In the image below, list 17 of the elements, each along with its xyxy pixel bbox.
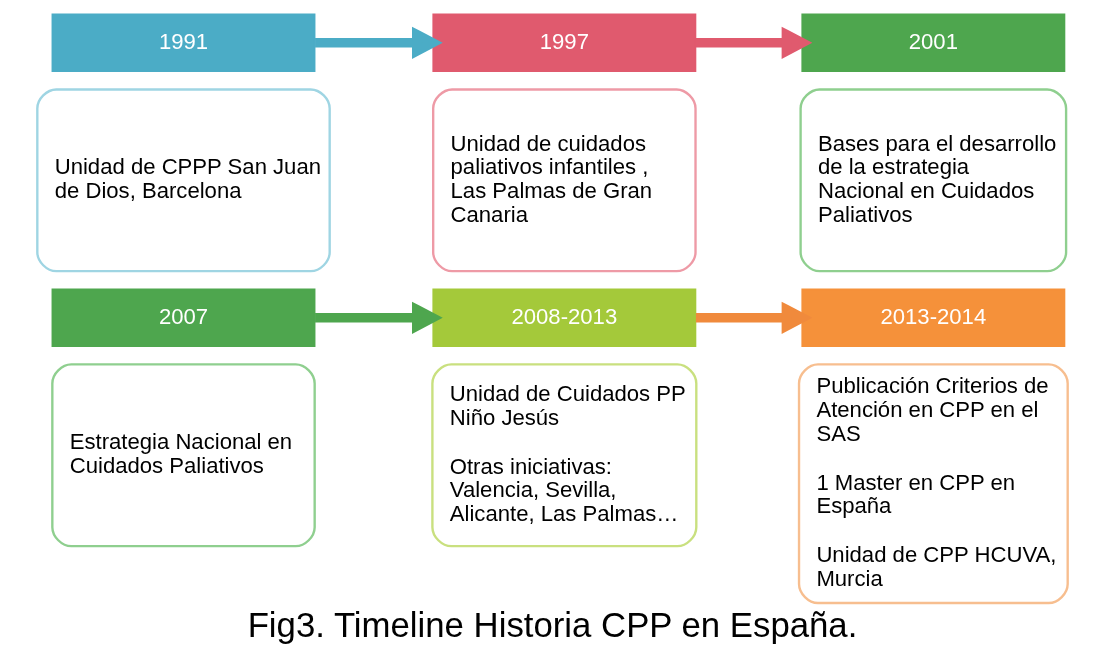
arrow bbox=[695, 301, 813, 334]
node-box: 2013-2014 bbox=[801, 288, 1066, 348]
arrow bbox=[315, 26, 443, 59]
node-box: Bases para el desarrollo de la estrategia Nacional en Cuidados Paliativos bbox=[799, 88, 1068, 273]
arrow bbox=[315, 301, 443, 334]
node-box: Unidad de cuidados paliativos infantiles , Las Palmas de Gran Canaria bbox=[432, 88, 697, 273]
node-box: Publicación Criterios de Atención en CPP en el SAS 1 Master en CPP en España Unidad de CPP HCUVA, Murcia bbox=[797, 363, 1069, 605]
node-box: Unidad de CPPP San Juan de Dios, Barcelona bbox=[36, 88, 331, 273]
caption: Fig3. Timeline Historia CPP en España. bbox=[247, 606, 858, 645]
node-box: 1991 bbox=[51, 13, 316, 73]
node-box: Estrategia Nacional en Cuidados Paliativos bbox=[51, 363, 316, 548]
node-box: 1997 bbox=[432, 13, 697, 73]
node-box: 2007 bbox=[51, 288, 316, 348]
node-box: 2008-2013 bbox=[432, 288, 697, 348]
arrow bbox=[695, 26, 813, 59]
node-box: 2001 bbox=[801, 13, 1066, 73]
node-box: Unidad de Cuidados PP Niño Jesús Otras iniciativas: Valencia, Sevilla, Alicante, Las Palmas… bbox=[431, 363, 698, 548]
